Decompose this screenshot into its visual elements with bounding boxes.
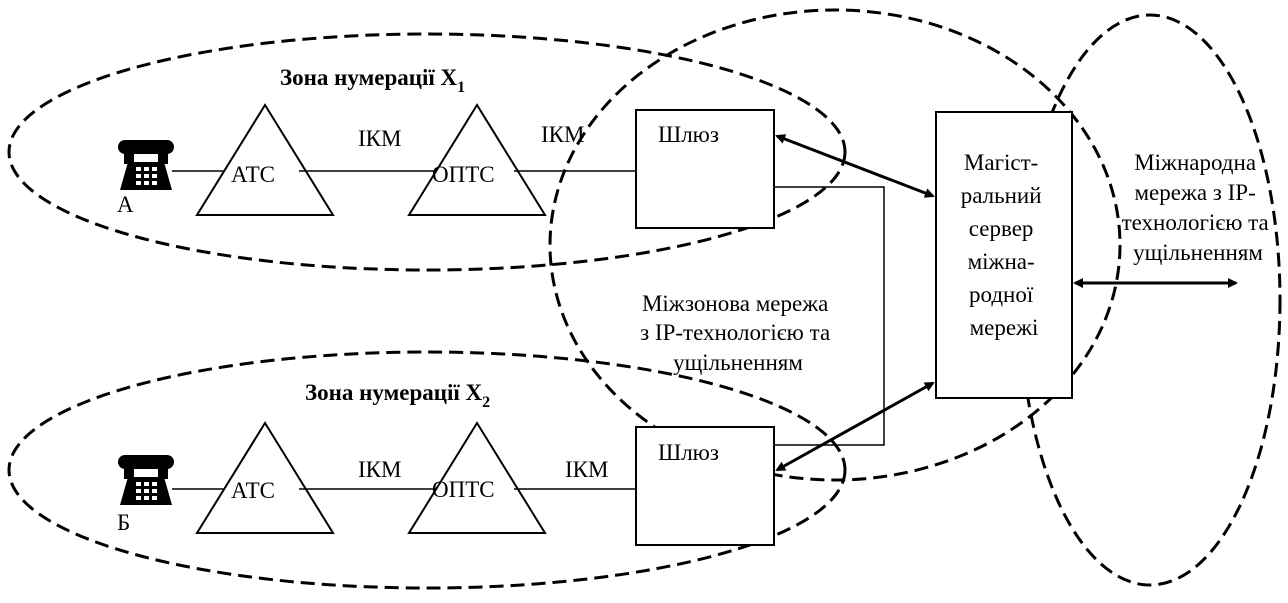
gateway2-box	[635, 426, 775, 546]
ats2-triangle	[195, 421, 335, 534]
intrazone-network-boundary	[548, 8, 1122, 482]
arrow-gateway1-server	[775, 134, 935, 198]
international-network-label: Міжнародна мережа з IP- технологією та у…	[1122, 150, 1275, 265]
gateway1-box	[635, 109, 775, 229]
zone2-subscript: 2	[482, 394, 490, 411]
main-server-box	[935, 111, 1073, 399]
ikm2a-label: ІКМ	[358, 457, 401, 482]
opts1-label: ОПТС	[432, 162, 495, 187]
terminal-b-label: Б	[117, 510, 130, 535]
main-server-label: Магіст- ральний сервер міжна- родної мер…	[961, 150, 1048, 340]
ikm2b-label: ІКМ	[565, 457, 608, 482]
opts2-triangle	[407, 421, 547, 534]
ikm1b-label: ІКМ	[541, 122, 584, 147]
ats2-label: АТС	[231, 478, 275, 503]
telephone-a-icon	[118, 140, 174, 190]
arrow-gateway2-server	[775, 381, 935, 472]
ats1-label: АТС	[231, 162, 275, 187]
gateway2-label: Шлюз	[658, 440, 719, 465]
ats1-triangle	[195, 103, 335, 216]
terminal-a-label: А	[117, 192, 134, 217]
opts1-triangle	[407, 103, 547, 216]
zone2-title: Зона нумерації X2	[305, 380, 490, 411]
zone1-title: Зона нумерації X1	[280, 65, 465, 96]
telephone-b-icon	[118, 455, 174, 505]
ikm1a-label: ІКМ	[358, 126, 401, 151]
zone1-subscript: 1	[457, 79, 465, 96]
gateway1-label: Шлюз	[658, 122, 719, 147]
opts2-label: ОПТС	[432, 477, 495, 502]
gateway-interconnect-line	[774, 186, 885, 446]
intrazone-network-label: Міжзонова мережа з IP-технологією та ущі…	[640, 291, 836, 375]
